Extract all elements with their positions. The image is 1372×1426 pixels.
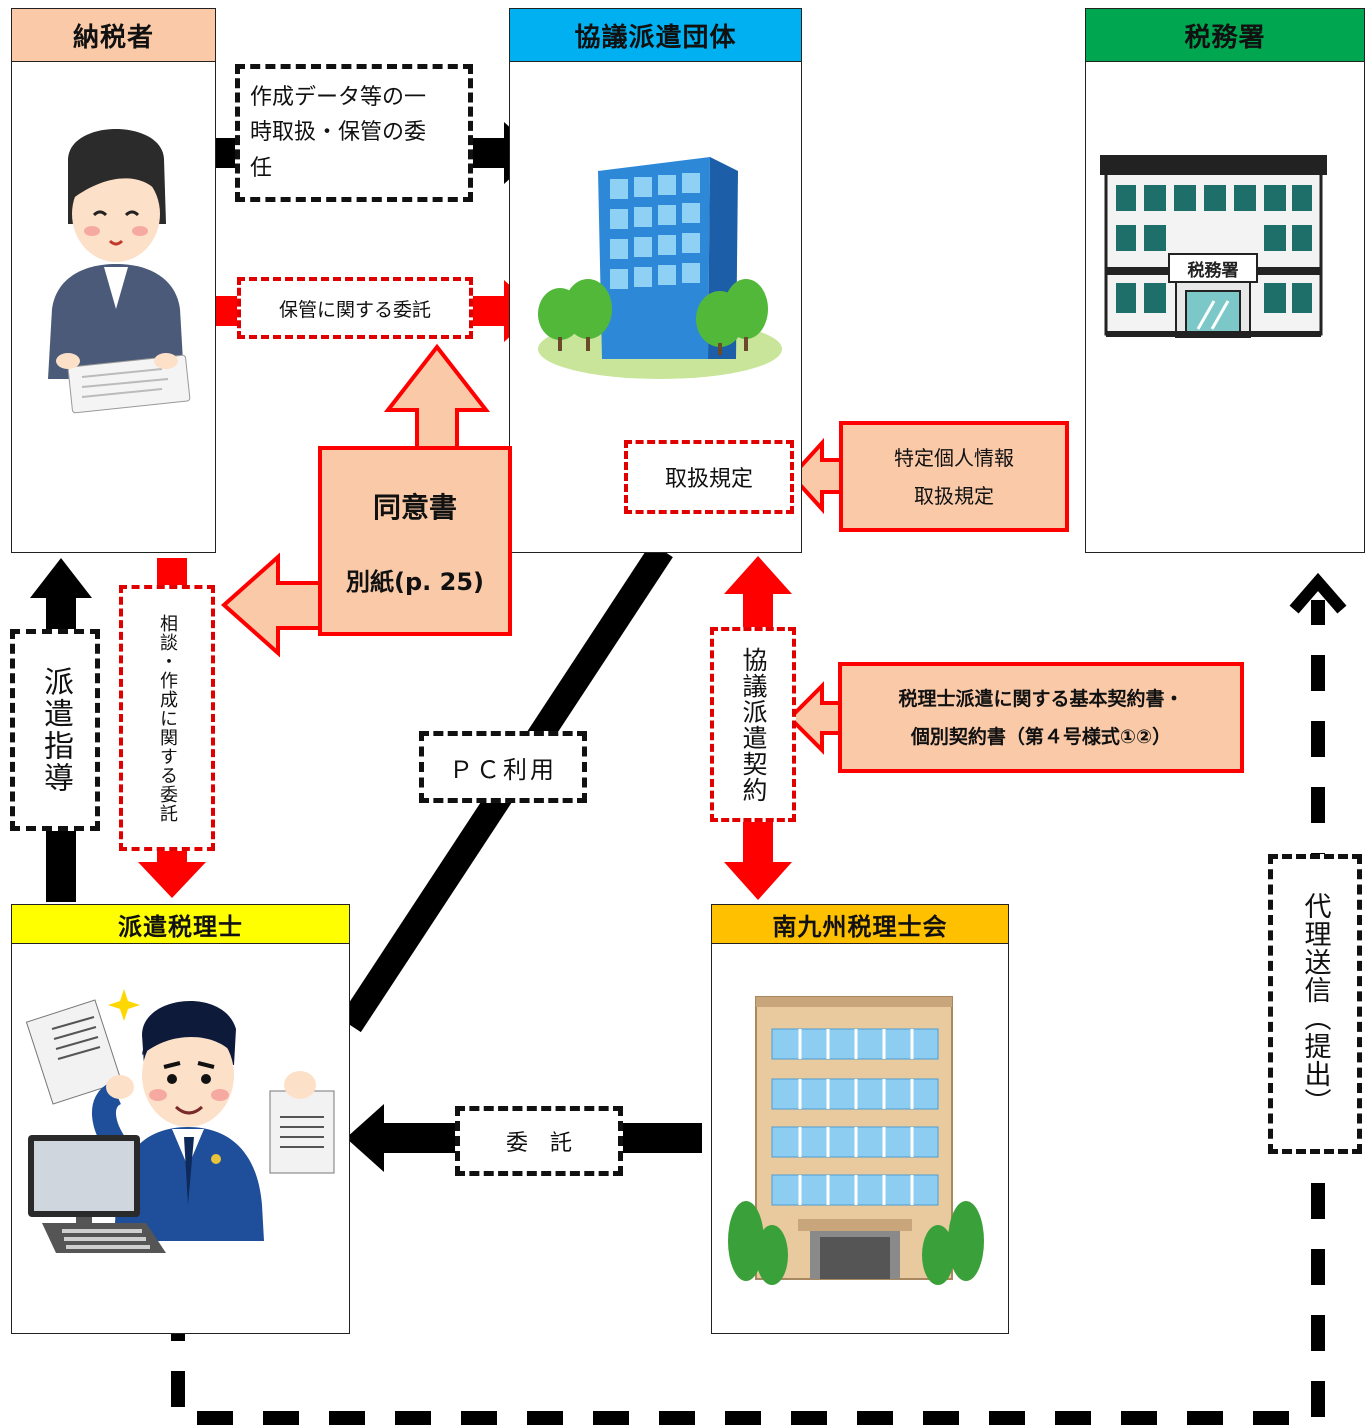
dispatch-org-header: 協議派遣団体 [510, 9, 801, 62]
consent-left-arrow [220, 552, 322, 658]
entrust-arrowhead [346, 1104, 384, 1172]
tax-accountants-assoc-header: 南九州税理士会 [712, 905, 1008, 944]
tax-accountants-assoc-box: 南九州税理士会 [711, 904, 1009, 1334]
tax-office-sign: 税務署 [1168, 253, 1258, 283]
proxy-submission-label: 代理送信（提出） [1299, 892, 1331, 1116]
dispatch-contract-arrowhead-up [724, 556, 792, 594]
tax-office-box: 税務署 税務署 [1085, 8, 1365, 553]
accountant-with-computer-icon [25, 989, 335, 1253]
dispatch-guidance-box: 派遣指導 [10, 629, 100, 831]
dispatch-contract-box: 協議派遣契約 [710, 627, 796, 822]
consult-delegation-box: 相談・作成に関する委託 [119, 585, 215, 851]
consent-title: 同意書 [372, 490, 457, 524]
dispatch-contract-label: 協議派遣契約 [739, 646, 768, 803]
data-delegation-box: 作成データ等の一時取扱・保管の委任 [235, 64, 473, 202]
storage-delegation-label: 保管に関する委託 [278, 298, 431, 321]
woman-with-document-icon [48, 129, 191, 414]
basic-contract-label: 税理士派遣に関する基本契約書・ 個別契約書（第４号様式①②） [898, 687, 1184, 748]
entrust-box: 委 託 [455, 1106, 623, 1176]
data-delegation-label: 作成データ等の一時取扱・保管の委任 [250, 85, 427, 181]
consent-up-arrow [383, 343, 491, 450]
dispatch-org-box: 協議派遣団体 [509, 8, 802, 553]
pc-use-label: ＰＣ利用 [449, 755, 557, 784]
consent-note: 別紙(p. 25) [346, 567, 484, 596]
dispatched-accountant-box: 派遣税理士 [11, 904, 350, 1334]
entrust-label: 委 託 [505, 1131, 572, 1156]
handling-rules-label: 取扱規定 [664, 467, 753, 492]
office-building-icon [538, 157, 782, 379]
tax-office-building-icon [1100, 155, 1327, 338]
dispatch-guidance-label: 派遣指導 [38, 666, 73, 794]
dispatch-contract-arrowhead-down [724, 862, 792, 900]
specific-info-rules-label: 特定個人情報 取扱規定 [894, 445, 1014, 508]
consent-box: 同意書 別紙(p. 25) [318, 446, 512, 636]
handling-rules-box: 取扱規定 [624, 440, 794, 514]
proxy-submission-arrowhead [1289, 572, 1347, 614]
dispatched-accountant-header: 派遣税理士 [12, 905, 349, 944]
contract-left-arrow [787, 681, 844, 755]
consult-arrowhead [138, 862, 206, 898]
tax-office-header: 税務署 [1086, 9, 1364, 62]
association-building-icon [728, 996, 984, 1285]
specific-info-rules-box: 特定個人情報 取扱規定 [839, 421, 1069, 532]
proxy-submission-box: 代理送信（提出） [1268, 854, 1362, 1154]
storage-delegation-box: 保管に関する委託 [237, 277, 473, 339]
dispatch-guidance-arrowhead [30, 558, 92, 598]
pc-use-box: ＰＣ利用 [419, 731, 587, 803]
taxpayer-box: 納税者 [11, 8, 216, 553]
taxpayer-header: 納税者 [12, 9, 215, 62]
basic-contract-box: 税理士派遣に関する基本契約書・ 個別契約書（第４号様式①②） [838, 662, 1244, 773]
consult-delegation-label: 相談・作成に関する委託 [157, 613, 178, 823]
